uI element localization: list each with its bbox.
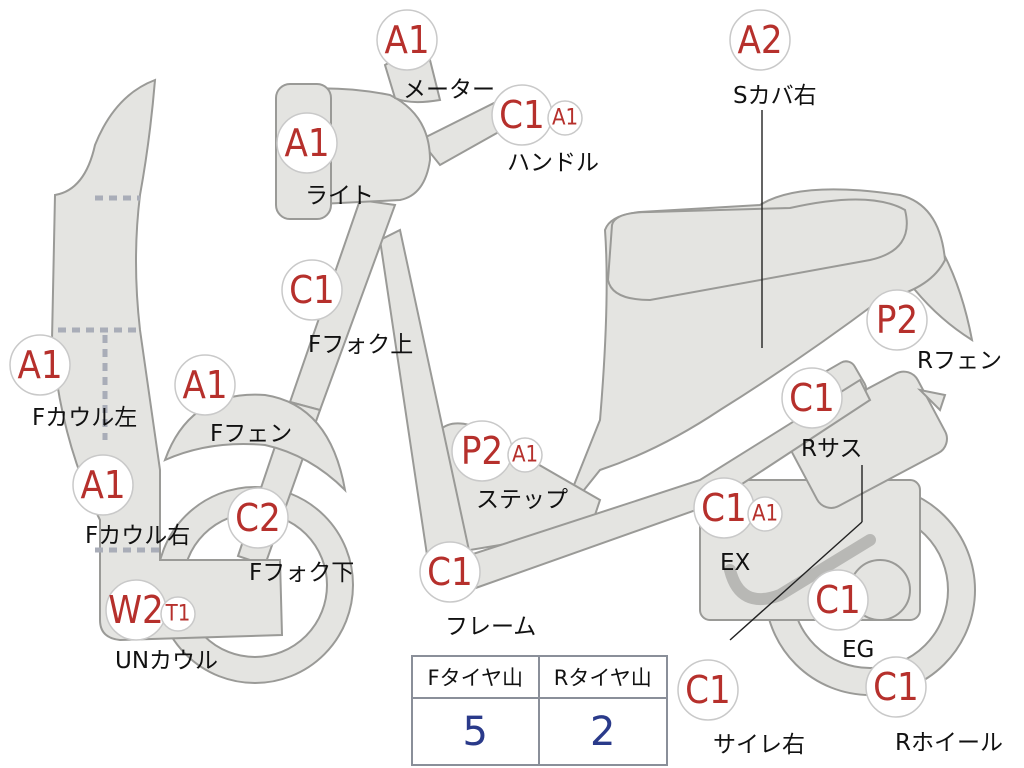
svg-text:C1: C1	[289, 268, 335, 312]
grade-marker-silencer-right: C1	[677, 659, 739, 721]
part-label-step: ステップ	[476, 487, 568, 513]
svg-text:A1: A1	[552, 106, 578, 131]
grade-marker-r-suspension: C1	[781, 367, 843, 429]
grade-marker-f-cowl-left: A1	[9, 334, 71, 396]
part-label-f-fender: Fフェン	[210, 421, 292, 447]
sub-grade-marker-under-cowl: T1	[160, 596, 196, 632]
part-label-exhaust: EX	[720, 550, 751, 576]
part-label-r-wheel: Rホイール	[895, 730, 1003, 756]
svg-text:A2: A2	[737, 18, 782, 62]
svg-text:P2: P2	[461, 429, 503, 473]
svg-text:C1: C1	[427, 550, 473, 594]
grade-marker-handle: C1	[491, 84, 553, 146]
part-label-r-fender: Rフェン	[917, 348, 1002, 374]
svg-text:C2: C2	[235, 496, 281, 540]
grade-marker-engine: C1	[807, 569, 869, 631]
part-label-f-fork-lower: Fフォク下	[249, 560, 354, 586]
grade-marker-f-fender: A1	[174, 354, 236, 416]
grade-marker-under-cowl: W2	[105, 579, 167, 641]
svg-text:T1: T1	[165, 602, 191, 627]
part-label-light: ライト	[305, 183, 374, 209]
front-tread-header: Fタイヤ山	[413, 657, 540, 699]
part-label-engine: EG	[842, 637, 874, 663]
svg-text:C1: C1	[815, 578, 861, 622]
part-label-s-cover: Sカバ右	[733, 83, 817, 109]
sub-grade-marker-exhaust: A1	[747, 496, 783, 532]
part-label-frame: フレーム	[445, 614, 536, 640]
svg-text:A1: A1	[284, 121, 329, 165]
grade-marker-step: P2	[451, 420, 513, 482]
grade-marker-f-fork-upper: C1	[281, 259, 343, 321]
svg-text:C1: C1	[685, 668, 731, 712]
part-label-r-suspension: Rサス	[801, 436, 863, 462]
rear-tread-value: 2	[590, 708, 616, 755]
part-label-f-cowl-left: Fカウル左	[32, 405, 137, 431]
front-tread-value: 5	[413, 699, 540, 764]
seat-shape	[606, 198, 908, 302]
rear-tread-header: Rタイヤ山	[539, 657, 666, 699]
sub-grade-marker-step: A1	[507, 437, 543, 473]
grade-marker-meter: A1	[376, 9, 438, 71]
svg-text:A1: A1	[80, 463, 125, 507]
svg-text:C1: C1	[873, 665, 919, 709]
part-label-f-fork-upper: Fフォク上	[308, 332, 413, 358]
svg-text:C1: C1	[789, 376, 835, 420]
leader-line-silencer	[729, 521, 863, 641]
svg-text:C1: C1	[701, 486, 747, 530]
svg-text:P2: P2	[876, 298, 918, 342]
grade-marker-f-cowl-right: A1	[72, 454, 134, 516]
grade-marker-s-cover: A2	[729, 9, 791, 71]
grade-marker-r-wheel: C1	[865, 656, 927, 718]
grade-marker-exhaust: C1	[693, 477, 755, 539]
grade-marker-f-fork-lower: C2	[227, 487, 289, 549]
grade-marker-r-fender: P2	[866, 289, 928, 351]
svg-text:A1: A1	[17, 343, 62, 387]
part-label-silencer-right: サイレ右	[713, 732, 805, 758]
grade-marker-frame: C1	[419, 541, 481, 603]
part-label-meter: メーター	[403, 77, 495, 103]
svg-text:A1: A1	[384, 18, 429, 62]
svg-text:W2: W2	[108, 588, 164, 632]
svg-text:A1: A1	[182, 363, 227, 407]
grade-marker-light: A1	[276, 112, 338, 174]
part-label-under-cowl: UNカウル	[115, 648, 218, 674]
svg-text:C1: C1	[499, 93, 545, 137]
svg-text:A1: A1	[512, 443, 538, 468]
part-label-f-cowl-right: Fカウル右	[85, 523, 190, 549]
part-label-handle: ハンドル	[507, 150, 599, 176]
tire-tread-table: Fタイヤ山 Rタイヤ山 5 2	[411, 655, 668, 766]
svg-text:A1: A1	[752, 502, 778, 527]
sub-grade-marker-handle: A1	[547, 100, 583, 136]
